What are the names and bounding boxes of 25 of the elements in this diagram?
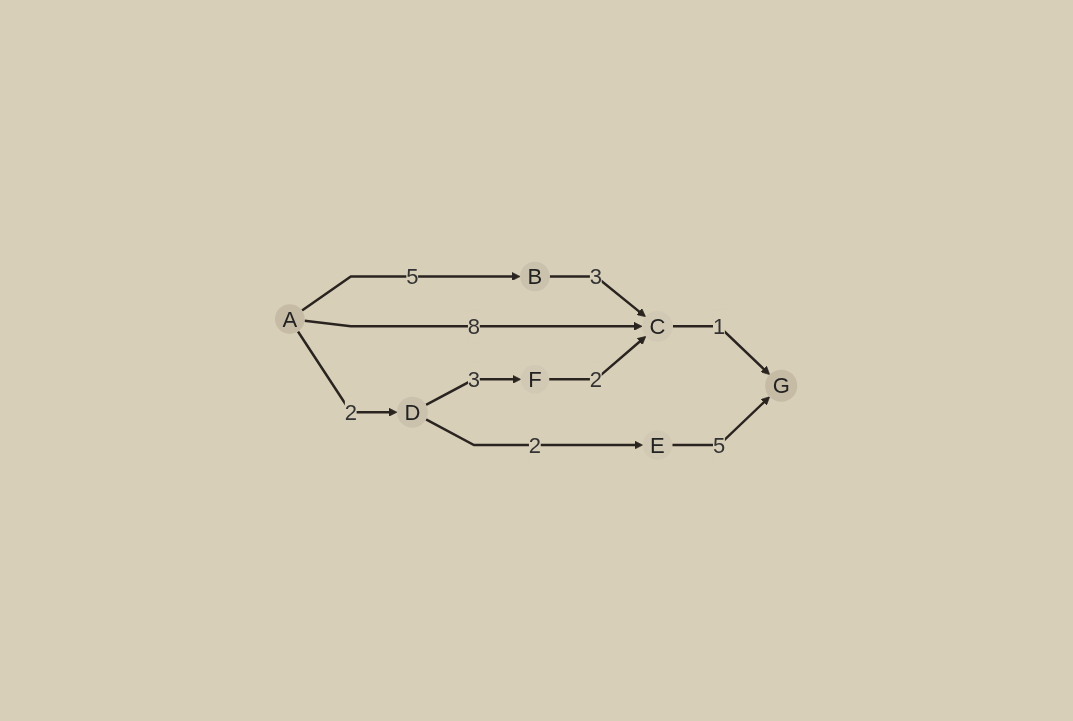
edge-label: 1 — [713, 313, 726, 339]
edge-label: 2 — [529, 432, 542, 458]
node-circle: A — [275, 303, 306, 334]
node-circle: C — [642, 310, 674, 342]
arrow — [549, 335, 647, 381]
edge-label: 3 — [468, 366, 481, 392]
edge-label: 8 — [468, 313, 481, 339]
arrow — [301, 271, 521, 312]
node-circle: F — [521, 364, 550, 394]
node-circle: B — [520, 261, 551, 292]
arrow — [425, 374, 522, 406]
arrow — [672, 396, 771, 447]
arrow — [304, 319, 643, 331]
edge-label: 5 — [406, 263, 419, 289]
edge-label: 3 — [590, 263, 603, 289]
node-circle: D — [397, 396, 429, 428]
arrow — [550, 274, 647, 317]
edge-label: 2 — [590, 366, 603, 392]
node-circle: E — [642, 429, 673, 460]
edge-label: 5 — [713, 432, 726, 458]
edge-label: 2 — [345, 399, 358, 425]
arrow — [673, 324, 771, 375]
arrow — [425, 418, 644, 450]
arrow — [297, 330, 398, 417]
node-circle: G — [765, 369, 798, 402]
